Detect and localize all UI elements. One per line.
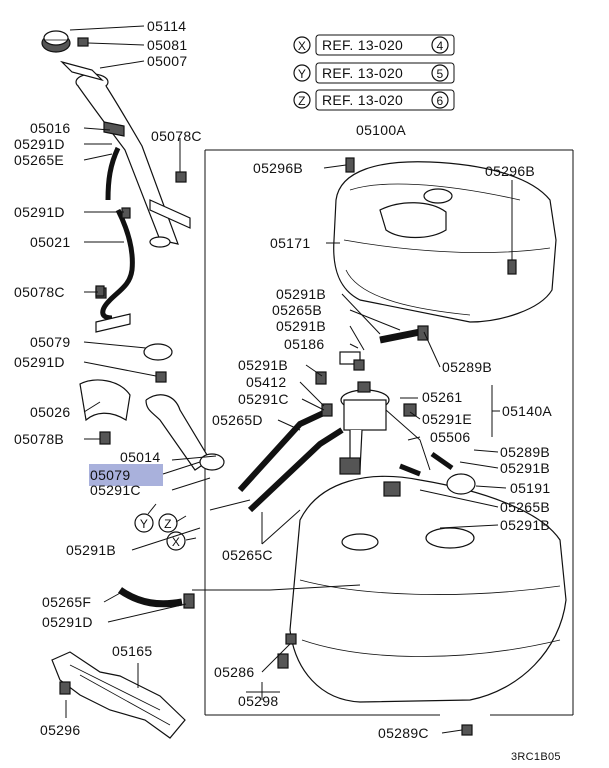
- label-05296[interactable]: 05296: [40, 722, 80, 738]
- filler-neck-icon: [59, 60, 191, 248]
- label-05265D[interactable]: 05265D: [212, 412, 263, 428]
- label-05186[interactable]: 05186: [284, 336, 324, 352]
- ref-letter[interactable]: Y: [298, 67, 306, 81]
- label-05286[interactable]: 05286: [214, 664, 254, 680]
- leader-lines: [65, 25, 513, 734]
- label-05261[interactable]: 05261: [422, 389, 462, 405]
- label-05291D-a[interactable]: 05291D: [14, 136, 65, 152]
- pipes-icon: [209, 325, 476, 513]
- label-05291D-c[interactable]: 05291D: [14, 354, 65, 370]
- label-05291B-b[interactable]: 05291B: [276, 286, 326, 302]
- label-05291B-e[interactable]: 05291B: [500, 460, 550, 476]
- fuel-cap-icon: [41, 30, 71, 53]
- label-05296B-b[interactable]: 05296B: [485, 163, 535, 179]
- label-05291B-d[interactable]: 05291B: [238, 357, 288, 373]
- label-05289B-b[interactable]: 05289B: [500, 444, 550, 460]
- ref-box-z[interactable]: Z REF. 13-020 6: [293, 89, 455, 111]
- label-05265F[interactable]: 05265F: [42, 594, 91, 610]
- vent-hose-lower-icon: [117, 587, 195, 609]
- svg-text:Y[interactable]: Y: [140, 517, 148, 531]
- ref-page[interactable]: 4: [437, 39, 444, 53]
- ref-letter[interactable]: X: [298, 39, 306, 53]
- diagram-code[interactable]: 3RC1B05: [511, 751, 561, 763]
- ref-text[interactable]: REF. 13-020: [322, 92, 403, 108]
- label-05265C[interactable]: 05265C: [222, 547, 273, 563]
- label-05506[interactable]: 05506: [430, 429, 470, 445]
- ref-page[interactable]: 5: [437, 67, 444, 81]
- label-05100A[interactable]: 05100A: [356, 122, 406, 138]
- label-05081[interactable]: 05081: [147, 37, 187, 53]
- marker-y: Y: [134, 503, 157, 533]
- label-05291B-c[interactable]: 05291B: [276, 318, 326, 334]
- label-05079-a[interactable]: 05079: [30, 334, 70, 350]
- label-05191[interactable]: 05191: [510, 480, 550, 496]
- label-05291B-f[interactable]: 05291B: [500, 517, 550, 533]
- label-05291C-b[interactable]: 05291C: [238, 391, 289, 407]
- marker-z: Z: [158, 513, 187, 533]
- label-05289C[interactable]: 05289C: [378, 725, 429, 741]
- label-05412[interactable]: 05412: [246, 374, 286, 390]
- label-05298[interactable]: 05298: [238, 693, 278, 709]
- label-05165[interactable]: 05165: [112, 643, 152, 659]
- ref-text[interactable]: REF. 13-020: [322, 65, 403, 81]
- fuel-filter-icon: [339, 351, 365, 371]
- label-05016[interactable]: 05016: [30, 120, 70, 136]
- bracket-05286: [246, 686, 280, 693]
- label-05007[interactable]: 05007: [147, 53, 187, 69]
- label-05078B[interactable]: 05078B: [14, 431, 64, 447]
- label-05265E[interactable]: 05265E: [14, 152, 64, 168]
- fuel-tank-icon: [333, 161, 557, 323]
- bolts-icon: [95, 157, 517, 736]
- tank-assembly-frame: [204, 149, 574, 716]
- label-05289B-a[interactable]: 05289B: [442, 359, 492, 375]
- label-05079-b[interactable]: 05079: [90, 467, 130, 483]
- ref-box-x[interactable]: X REF. 13-020 4: [293, 34, 455, 56]
- label-05291D-b[interactable]: 05291D: [14, 204, 65, 220]
- fuel-pump-assembly-icon: [339, 381, 431, 497]
- label-05291B-a[interactable]: 05291B: [66, 542, 116, 558]
- highlight-box: [89, 464, 163, 486]
- label-05114[interactable]: 05114: [147, 18, 186, 34]
- label-05291E[interactable]: 05291E: [422, 411, 472, 427]
- label-05078C-a[interactable]: 05078C: [151, 128, 202, 144]
- label-05026[interactable]: 05026: [30, 404, 70, 420]
- label-05171[interactable]: 05171: [270, 235, 310, 251]
- marker-x: X: [166, 531, 197, 551]
- label-05265B-a[interactable]: 05265B: [272, 302, 322, 318]
- tank-lower-icon: [289, 475, 567, 703]
- label-05296B-a[interactable]: 05296B: [253, 160, 303, 176]
- filler-hose-icon: [79, 343, 225, 471]
- heat-protector-icon: [51, 651, 186, 739]
- label-05078C-b[interactable]: 05078C: [14, 284, 65, 300]
- ref-page[interactable]: 6: [437, 94, 444, 108]
- label-05291D-d[interactable]: 05291D: [42, 614, 93, 630]
- label-05265B-b[interactable]: 05265B: [500, 499, 550, 515]
- label-05021[interactable]: 05021: [30, 234, 70, 250]
- svg-text:X[interactable]: X: [172, 535, 180, 549]
- ref-letter[interactable]: Z: [298, 94, 306, 108]
- svg-text:Z[interactable]: Z: [164, 517, 172, 531]
- clip-icon: [77, 37, 89, 47]
- label-05291C-a[interactable]: 05291C: [90, 482, 141, 498]
- label-05140A[interactable]: 05140A: [502, 403, 552, 419]
- ref-box-y[interactable]: Y REF. 13-020 5: [293, 62, 455, 84]
- ref-text[interactable]: REF. 13-020: [322, 37, 403, 53]
- label-05014[interactable]: 05014: [120, 449, 160, 465]
